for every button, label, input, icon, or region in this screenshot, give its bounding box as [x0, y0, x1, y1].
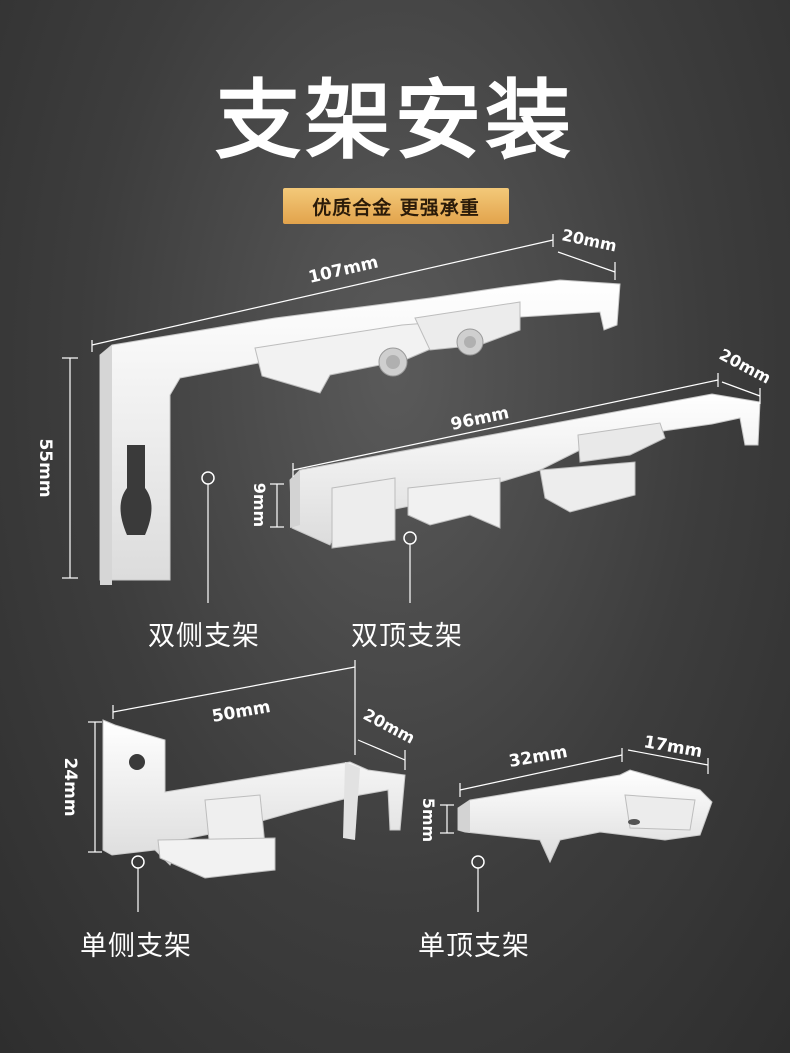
callout-markers-bottom [131, 855, 485, 912]
dim-20mm-a: 20mm [560, 225, 618, 255]
page-title: 支架安装 [215, 71, 575, 171]
label-double-side-bracket: 双侧支架 [148, 621, 260, 652]
dim-50mm: 50mm [210, 697, 272, 727]
dim-5mm: 5mm [419, 798, 438, 842]
dim-32mm: 32mm [507, 742, 569, 772]
dim-107mm: 107mm [307, 252, 381, 287]
label-single-side-bracket: 单侧支架 [80, 931, 192, 962]
dim-55mm: 55mm [35, 438, 55, 497]
dim-9mm: 9mm [250, 483, 269, 527]
subtitle-badge: 优质合金 更强承重 [283, 188, 509, 224]
callout-markers-top [201, 471, 417, 603]
dim-20mm-b: 20mm [716, 345, 774, 388]
label-single-top-bracket: 单顶支架 [418, 931, 530, 962]
dim-24mm: 24mm [60, 757, 80, 816]
dim-20mm-c: 20mm [360, 705, 418, 748]
double-side-bracket [99, 279, 621, 585]
double-top-bracket [289, 393, 761, 549]
label-double-top-bracket: 双顶支架 [351, 621, 463, 652]
dim-17mm: 17mm [642, 732, 704, 762]
single-side-bracket [102, 719, 406, 879]
single-top-bracket [457, 769, 713, 864]
